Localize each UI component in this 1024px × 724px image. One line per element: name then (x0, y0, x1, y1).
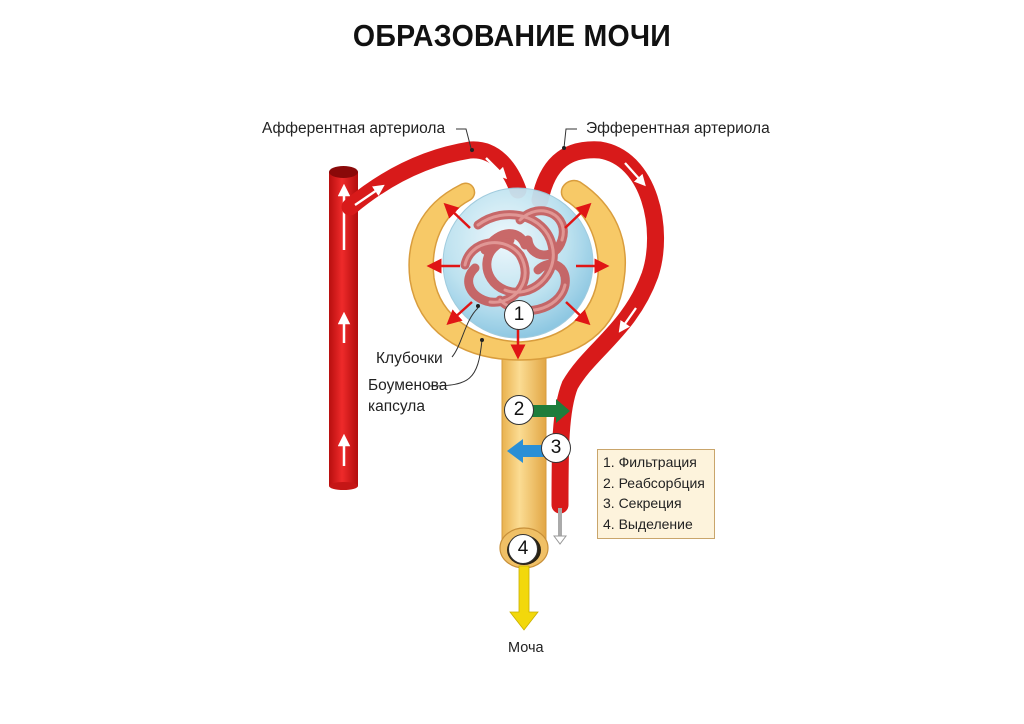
marker-filtration: 1 (504, 300, 534, 330)
legend-box: 1. Фильтрация 2. Реабсорбция 3. Секреция… (597, 449, 715, 539)
marker-excretion: 4 (508, 534, 538, 564)
efferent-exit-arrow-head (553, 535, 567, 545)
capillary-tuft-highlight (463, 209, 567, 313)
efferent-arteriole-label: Эфферентная артериола (586, 120, 770, 137)
leader-lines (429, 128, 577, 387)
page-title: ОБРАЗОВАНИЕ МОЧИ (352, 18, 672, 53)
leader-dots (470, 146, 566, 342)
afferent-flow-arrow-2 (485, 157, 508, 180)
legend-item-excretion: 4. Выделение (603, 515, 693, 532)
bowman-capsule-label-line2: капсула (368, 398, 425, 415)
marker-reabsorption: 2 (504, 395, 534, 425)
bowman-capsule (408, 179, 626, 361)
filtration-arrows (426, 202, 610, 360)
efferent-flow-arrow-2 (618, 307, 637, 333)
afferent-flow-arrow (354, 184, 385, 206)
legend-item-filtration: 1. Фильтрация (603, 454, 697, 470)
afferent-arteriole-label: Афферентная артериола (262, 120, 446, 137)
legend-item-reabsorption: 2. Реабсорбция (603, 474, 705, 491)
legend-item-secretion: 3. Секреция (603, 495, 682, 511)
urine-label: Моча (508, 640, 544, 656)
marker-secretion: 3 (541, 433, 571, 463)
glomerulus-label: Клубочки (376, 350, 443, 367)
excretion-arrow (509, 565, 539, 631)
bowman-capsule-label-line1: Боуменова (368, 377, 448, 394)
reabsorption-arrow (531, 399, 570, 423)
secretion-arrow (507, 439, 549, 463)
efferent-flow-arrow (624, 162, 646, 187)
